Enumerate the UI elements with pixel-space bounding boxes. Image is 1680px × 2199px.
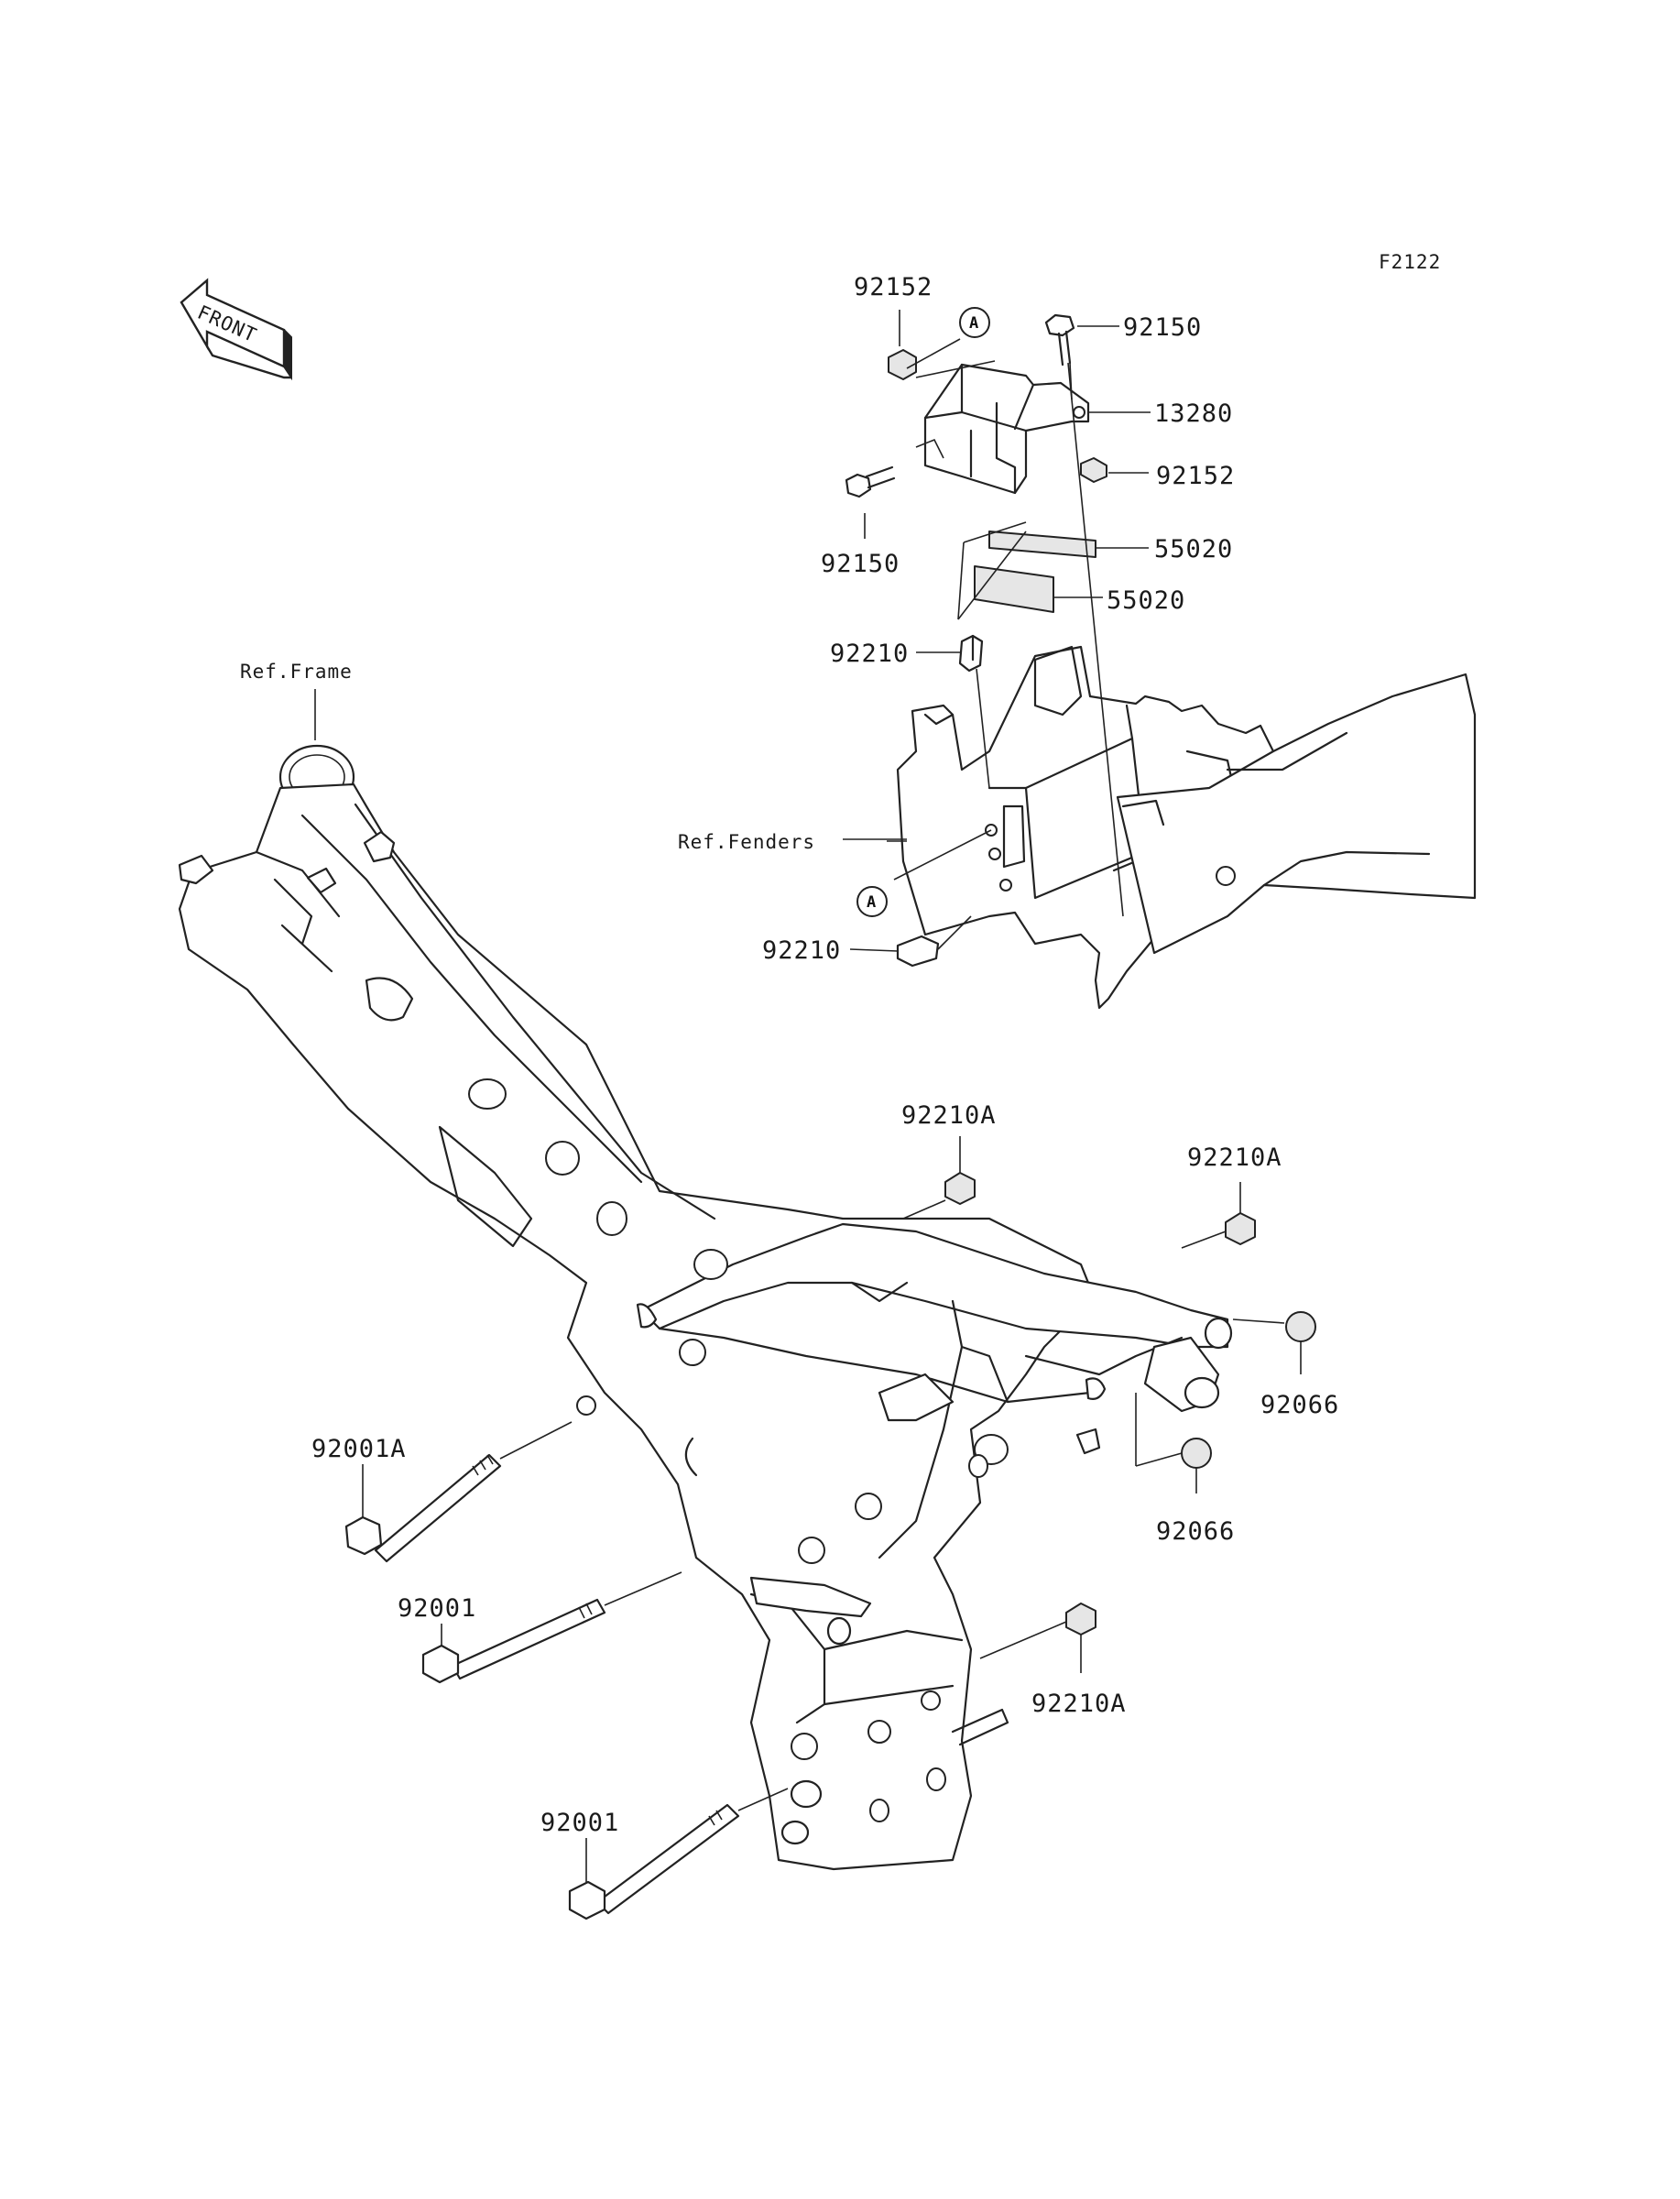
callout-92210A-lower: 92210A (1031, 1690, 1127, 1718)
nut-92210A-top (944, 1172, 976, 1205)
callout-92210A-top: 92210A (901, 1101, 997, 1130)
figure-code: F2122 (1379, 251, 1441, 273)
bolt-92001A (344, 1453, 502, 1563)
callout-92152-right: 92152 (1156, 462, 1235, 490)
leader-lines (314, 310, 1302, 1882)
callout-92210A-right: 92210A (1187, 1143, 1282, 1172)
cap-92066-lower (1181, 1438, 1212, 1469)
callout-92210-lower: 92210 (762, 936, 841, 965)
callout-55020-lower: 55020 (1107, 586, 1185, 615)
callout-92001-mid: 92001 (398, 1594, 476, 1623)
bolt-92150-top (1044, 313, 1075, 366)
callout-92066-lower: 92066 (1156, 1517, 1235, 1546)
nut-92152-top (888, 349, 917, 380)
callout-13280: 13280 (1154, 399, 1233, 428)
battery-bracket-assembly (845, 313, 1477, 1010)
callout-92152-top: 92152 (854, 273, 933, 301)
nut-92210A-right (1225, 1212, 1256, 1245)
label-sticker-lower (974, 565, 1054, 613)
callout-92001-bottom: 92001 (540, 1809, 619, 1837)
bolt-92001-mid (421, 1598, 606, 1684)
ref-fenders-label: Ref.Fenders (678, 831, 815, 853)
clip-92210-upper (958, 634, 984, 673)
bolt-92150-left (845, 465, 896, 498)
main-frame (178, 744, 1233, 1871)
callout-92150-top: 92150 (1123, 313, 1202, 342)
nut-92152-right (1080, 457, 1107, 483)
svg-text:A: A (969, 314, 978, 333)
callout-92150-left: 92150 (821, 550, 900, 578)
nut-92210A-lower (1065, 1603, 1096, 1636)
bolt-92001-bottom (568, 1803, 740, 1920)
callout-55020-upper: 55020 (1154, 535, 1233, 563)
svg-text:A: A (867, 893, 876, 912)
front-arrow-icon: FRONT (180, 278, 292, 381)
ref-frame-label: Ref.Frame (240, 661, 353, 683)
callout-92001A: 92001A (311, 1435, 407, 1463)
clip-92210-lower (896, 935, 940, 968)
cap-92066-right (1285, 1311, 1316, 1342)
label-sticker-upper (988, 531, 1096, 558)
connector-tag-top: A (959, 307, 990, 338)
connector-tag-bottom: A (856, 886, 888, 917)
callout-92066-right: 92066 (1260, 1391, 1339, 1419)
callout-92210-upper: 92210 (830, 640, 909, 668)
